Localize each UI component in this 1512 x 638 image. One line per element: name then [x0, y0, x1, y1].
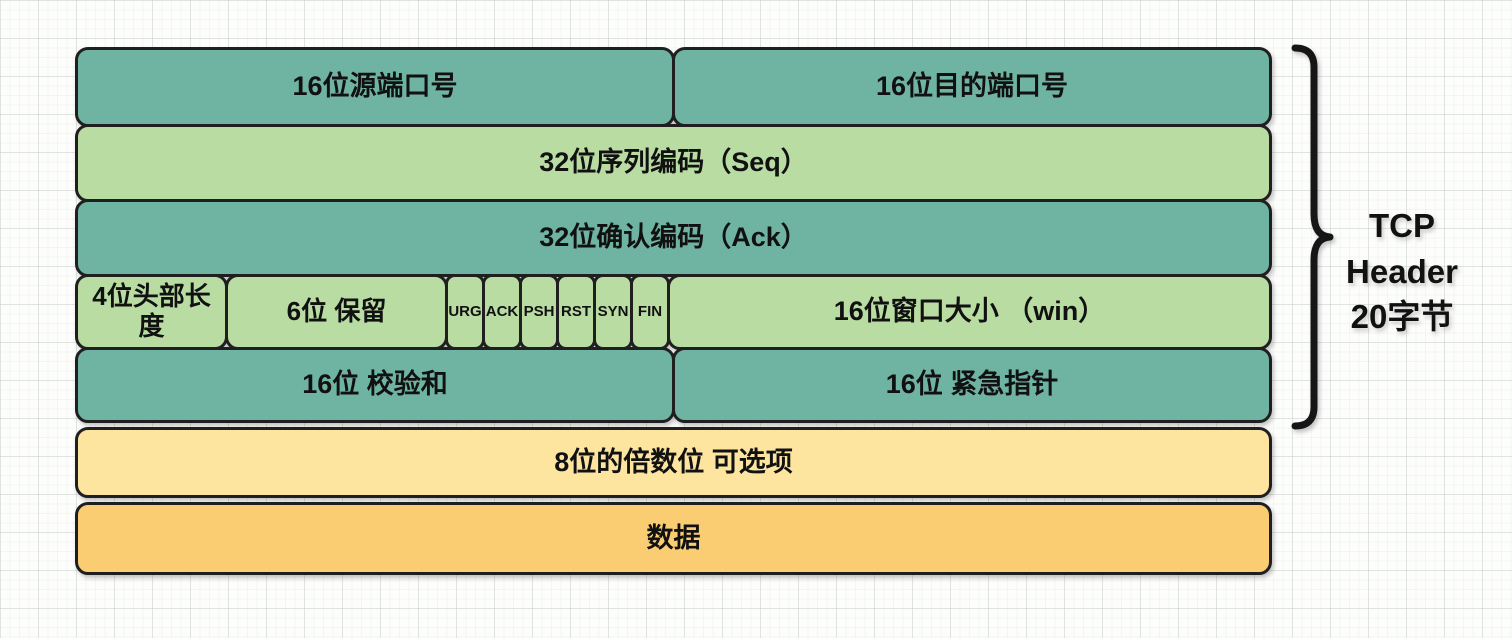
field-sequence-number: 32位序列编码（Seq） [75, 124, 1272, 202]
row-checksum: 16位 校验和 16位 紧急指针 [75, 347, 1272, 423]
row-options: 8位的倍数位 可选项 [75, 427, 1272, 498]
field-source-port: 16位源端口号 [75, 47, 675, 127]
brace-label: TCP Header 20字节 [1322, 203, 1482, 340]
field-grid: 16位源端口号 16位目的端口号 32位序列编码（Seq） 32位确认编码（Ac… [75, 47, 1272, 575]
flag-ack: ACK [482, 274, 522, 350]
row-flags: 4位头部长度 6位 保留 URG ACK PSH RST SYN FIN 16位… [75, 274, 1272, 350]
field-urgent-pointer: 16位 紧急指针 [672, 347, 1272, 423]
field-reserved: 6位 保留 [225, 274, 448, 350]
curly-brace-icon [1291, 44, 1334, 430]
brace-label-line-1: TCP [1369, 207, 1435, 244]
brace-label-line-3: 20字节 [1350, 298, 1454, 336]
field-destination-port: 16位目的端口号 [672, 47, 1272, 127]
flag-fin: FIN [630, 274, 670, 350]
field-checksum: 16位 校验和 [75, 347, 675, 423]
brace-label-line-2: Header [1346, 252, 1458, 290]
row-data: 数据 [75, 502, 1272, 575]
row-acknowledgement: 32位确认编码（Ack） [75, 199, 1272, 277]
field-options: 8位的倍数位 可选项 [75, 427, 1272, 498]
row-ports: 16位源端口号 16位目的端口号 [75, 47, 1272, 127]
flag-rst: RST [556, 274, 596, 350]
flag-psh: PSH [519, 274, 559, 350]
curly-brace [1288, 43, 1334, 436]
field-data: 数据 [75, 502, 1272, 575]
field-header-length: 4位头部长度 [75, 274, 228, 350]
field-window-size: 16位窗口大小 （win） [667, 274, 1272, 350]
flag-urg: URG [445, 274, 485, 350]
row-sequence: 32位序列编码（Seq） [75, 124, 1272, 202]
flag-syn: SYN [593, 274, 633, 350]
field-ack-number: 32位确认编码（Ack） [75, 199, 1272, 277]
